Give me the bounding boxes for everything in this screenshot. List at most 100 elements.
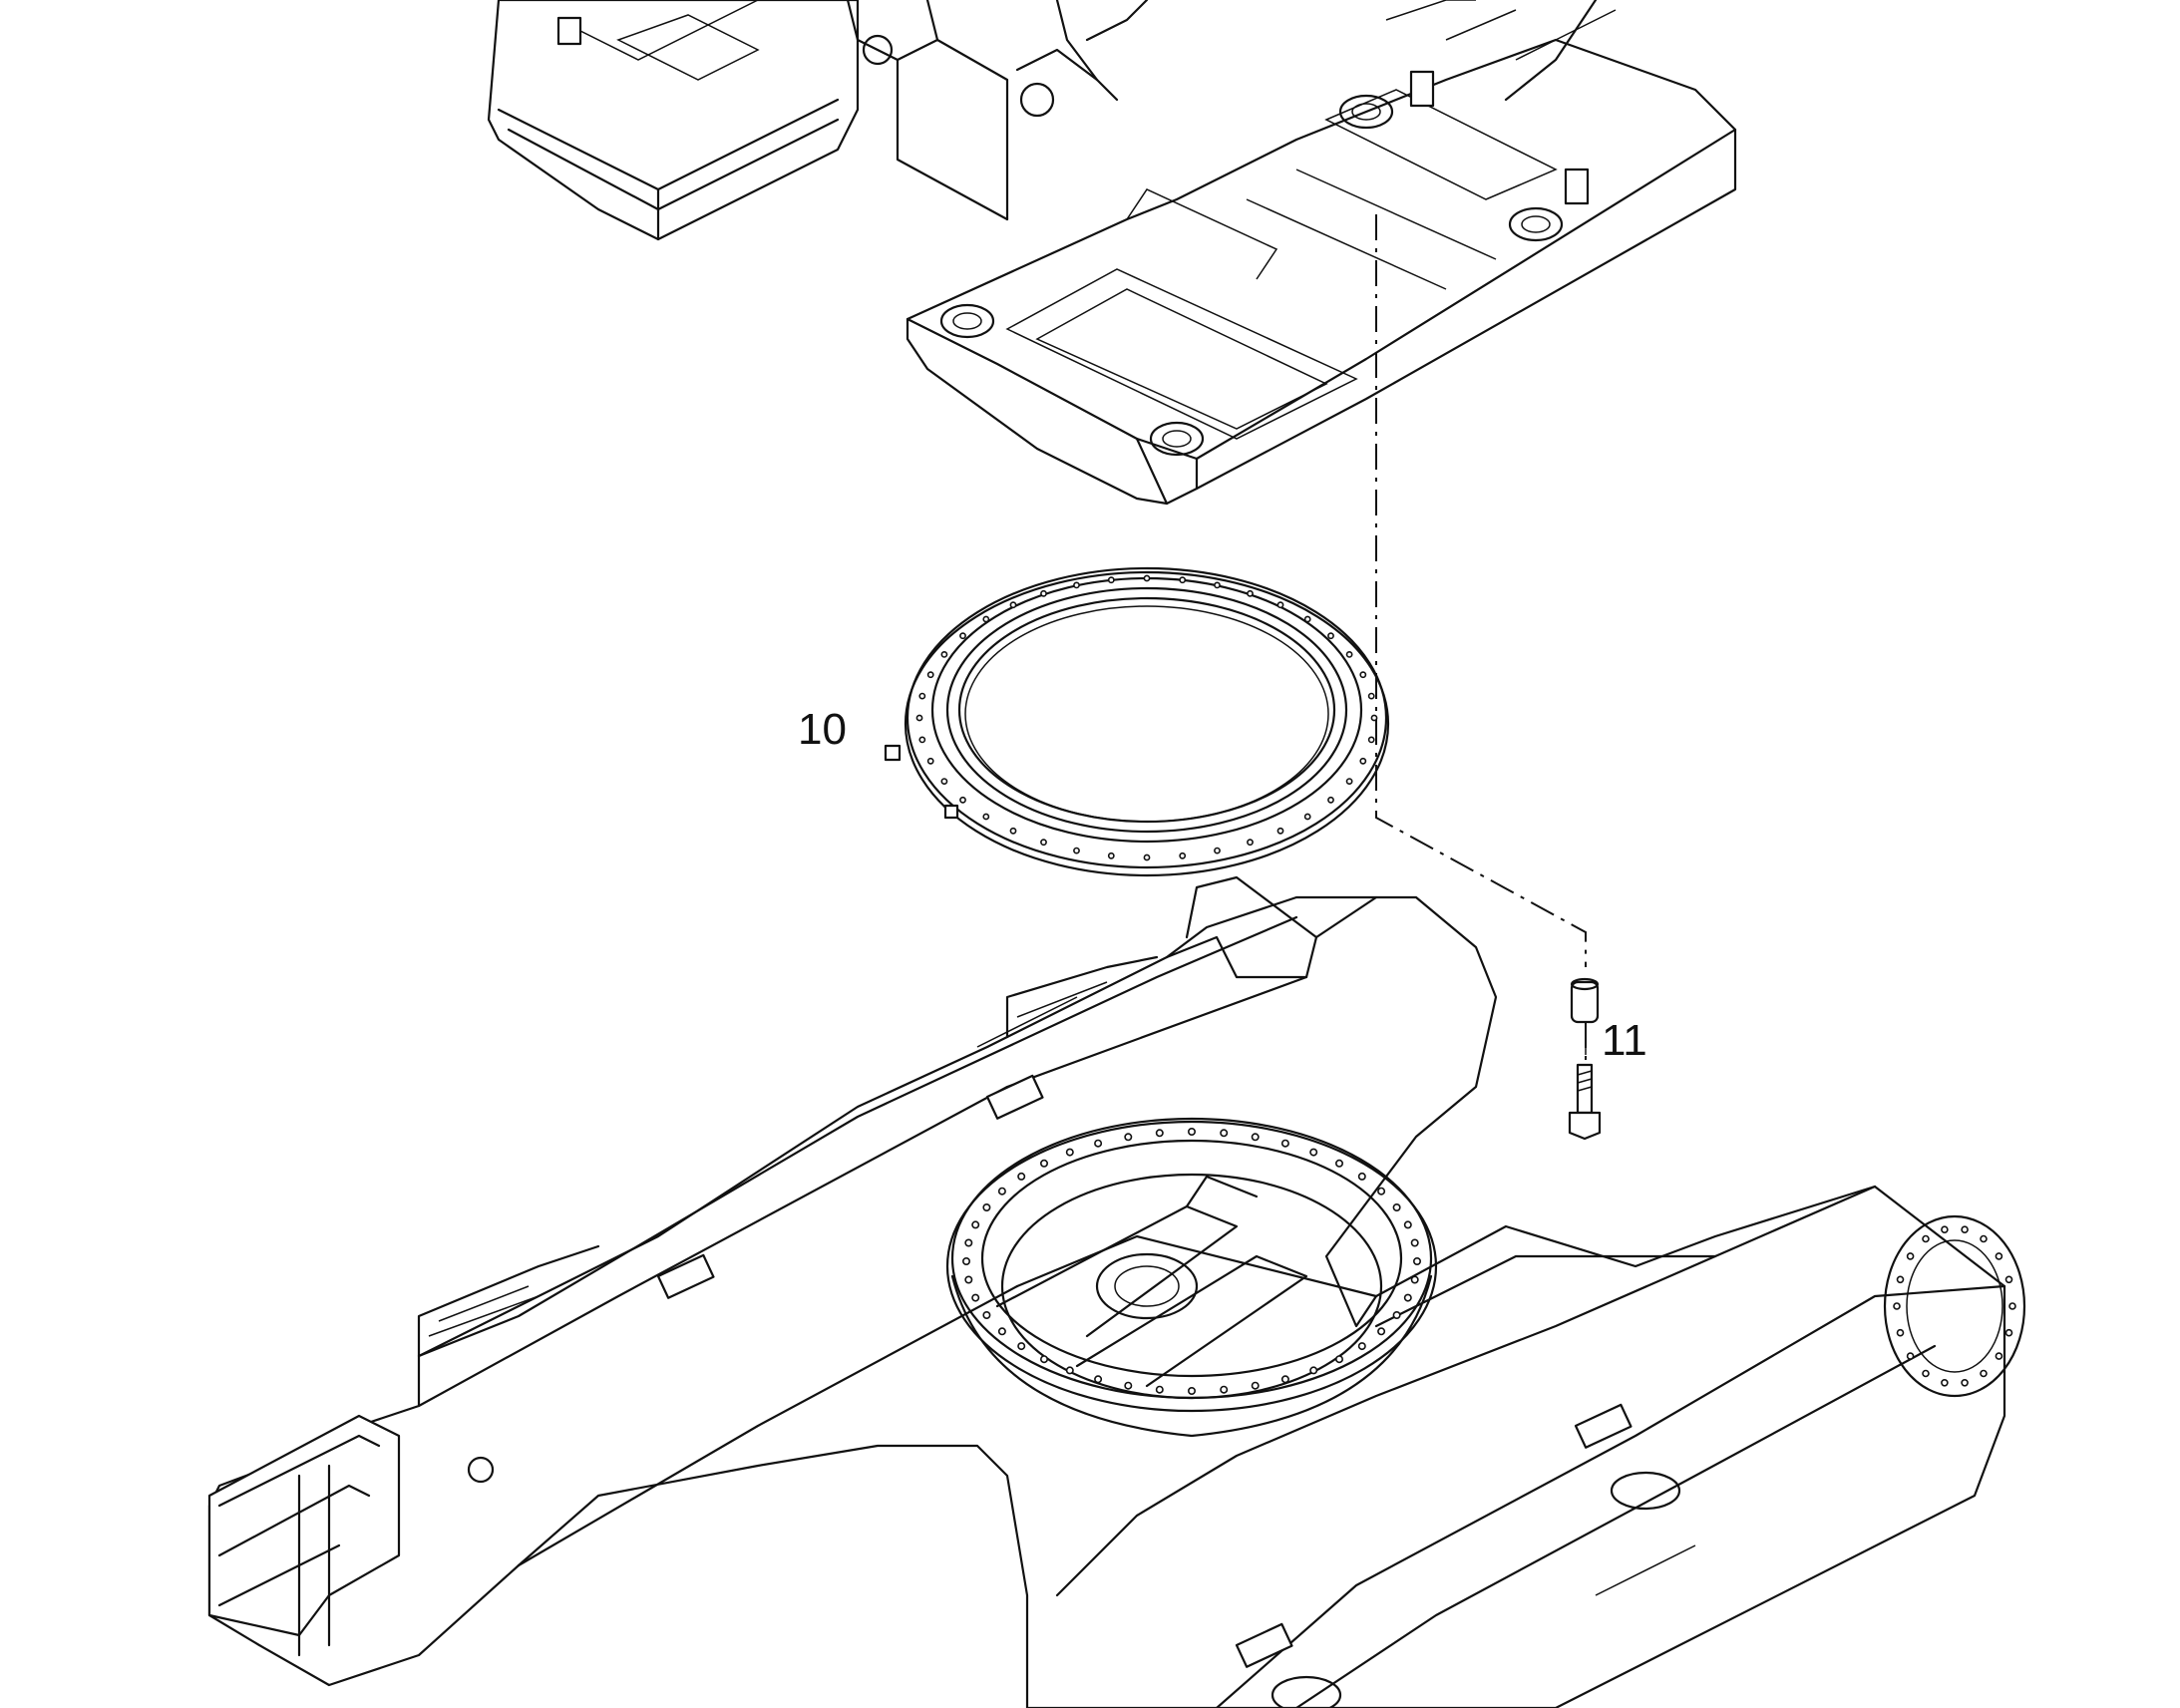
bolt-hole bbox=[1922, 1234, 1930, 1243]
bolt-hole bbox=[1040, 1159, 1049, 1168]
bolt-hole bbox=[1107, 576, 1115, 584]
bolt-hole bbox=[1995, 1252, 2003, 1260]
bolt-hole bbox=[1188, 1387, 1197, 1396]
bolt-hole bbox=[961, 1257, 970, 1266]
bolt-hole bbox=[959, 796, 966, 804]
bolt-hole bbox=[1896, 1328, 1905, 1337]
bolt-hole bbox=[982, 1311, 991, 1320]
bolt-hole bbox=[1009, 601, 1017, 609]
spacer-and-bolt bbox=[1568, 977, 1602, 1141]
bolt-hole bbox=[1247, 589, 1254, 597]
bolt-hole bbox=[1893, 1302, 1901, 1310]
bolt-hole bbox=[915, 714, 923, 722]
bolt-hole bbox=[1303, 813, 1311, 821]
bolt-hole bbox=[1220, 1129, 1229, 1138]
bolt-hole bbox=[1335, 1355, 1344, 1364]
bolt-hole bbox=[1896, 1275, 1905, 1284]
upper-frame-left bbox=[487, 0, 1149, 241]
bolt-hole bbox=[1143, 574, 1151, 582]
bolt-hole bbox=[1403, 1220, 1412, 1229]
bolt-hole bbox=[1410, 1238, 1419, 1247]
bolt-hole bbox=[1410, 1275, 1419, 1284]
bolt-hole bbox=[1094, 1139, 1103, 1148]
bolt-hole bbox=[997, 1187, 1006, 1196]
bolt-hole bbox=[1009, 827, 1017, 835]
bolt-hole bbox=[940, 778, 948, 785]
bolt-hole bbox=[1922, 1369, 1930, 1378]
bolt-hole bbox=[1367, 736, 1375, 744]
bolt-hole bbox=[982, 1203, 991, 1212]
bolt-hole bbox=[1188, 1128, 1197, 1137]
bolt-hole bbox=[2008, 1302, 2016, 1310]
bolt-hole bbox=[1017, 1342, 1026, 1351]
undercarriage-frame bbox=[207, 875, 2026, 1708]
assembly-centerline bbox=[1375, 214, 1587, 967]
bolt-hole bbox=[1359, 671, 1367, 679]
bolt-hole bbox=[2004, 1328, 2013, 1337]
bolt-hole bbox=[1980, 1234, 1988, 1243]
bolt-hole bbox=[1327, 796, 1334, 804]
callout-11: 11 bbox=[1602, 1016, 1647, 1065]
bolt-hole bbox=[2004, 1275, 2013, 1284]
bolt-hole bbox=[1403, 1293, 1412, 1302]
bolt-hole bbox=[1251, 1381, 1260, 1390]
upper-frame-right bbox=[906, 0, 1737, 506]
bolt-hole bbox=[1214, 847, 1221, 854]
bolt-hole bbox=[1155, 1129, 1164, 1138]
bolt-hole bbox=[1335, 1159, 1344, 1168]
bolt-hole bbox=[1220, 1385, 1229, 1394]
bolt-hole bbox=[1276, 827, 1284, 835]
bolt-hole bbox=[1179, 576, 1187, 584]
bolt-hole bbox=[1040, 1355, 1049, 1364]
bolt-hole bbox=[1276, 601, 1284, 609]
bolt-hole bbox=[971, 1220, 980, 1229]
bolt-hole bbox=[918, 692, 926, 700]
bolt-hole bbox=[982, 813, 990, 821]
bolt-hole bbox=[1961, 1379, 1969, 1387]
bolt-hole bbox=[1345, 778, 1353, 785]
bolt-hole bbox=[1107, 852, 1115, 859]
bolt-hole bbox=[1961, 1225, 1969, 1233]
bolt-hole bbox=[1073, 581, 1080, 589]
bolt-hole bbox=[1309, 1366, 1318, 1375]
bolt-hole bbox=[1906, 1352, 1915, 1360]
bolt-hole bbox=[1280, 1139, 1289, 1148]
bolt-hole bbox=[1065, 1366, 1074, 1375]
bolt-hole bbox=[964, 1275, 973, 1284]
bolt-hole bbox=[926, 757, 934, 765]
bolt-hole bbox=[1124, 1133, 1133, 1142]
bolt-hole bbox=[1124, 1381, 1133, 1390]
bolt-hole bbox=[1179, 852, 1187, 859]
bolt-hole bbox=[1359, 757, 1367, 765]
bolt-hole bbox=[1377, 1187, 1386, 1196]
callout-10: 10 bbox=[798, 705, 847, 754]
bolt-hole bbox=[1345, 651, 1353, 658]
bolt-hole bbox=[1327, 632, 1334, 640]
bolt-hole bbox=[1073, 847, 1080, 854]
bolt-hole bbox=[1392, 1203, 1401, 1212]
bolt-hole bbox=[1370, 714, 1378, 722]
slewing-ring bbox=[884, 566, 1390, 877]
bolt-hole bbox=[1155, 1385, 1164, 1394]
bolt-hole bbox=[1995, 1352, 2003, 1360]
bolt-hole bbox=[1309, 1148, 1318, 1157]
bolt-hole bbox=[1040, 589, 1047, 597]
bolt-hole bbox=[971, 1293, 980, 1302]
bolt-hole bbox=[1906, 1252, 1915, 1260]
bolt-hole bbox=[1392, 1311, 1401, 1320]
bolt-hole bbox=[1413, 1257, 1422, 1266]
bolt-hole bbox=[1017, 1172, 1026, 1181]
bolt-hole bbox=[940, 651, 948, 658]
bolt-hole bbox=[1357, 1342, 1366, 1351]
bolt-hole bbox=[926, 671, 934, 679]
bolt-hole bbox=[1040, 839, 1047, 847]
bolt-hole bbox=[964, 1238, 973, 1247]
bolt-hole bbox=[1367, 692, 1375, 700]
bolt-hole bbox=[1941, 1225, 1949, 1233]
bolt-hole bbox=[1143, 854, 1151, 861]
bolt-hole bbox=[1303, 615, 1311, 623]
bolt-hole bbox=[1941, 1379, 1949, 1387]
bolt-hole bbox=[959, 632, 966, 640]
bolt-hole bbox=[1247, 839, 1254, 847]
bolt-hole bbox=[982, 615, 990, 623]
